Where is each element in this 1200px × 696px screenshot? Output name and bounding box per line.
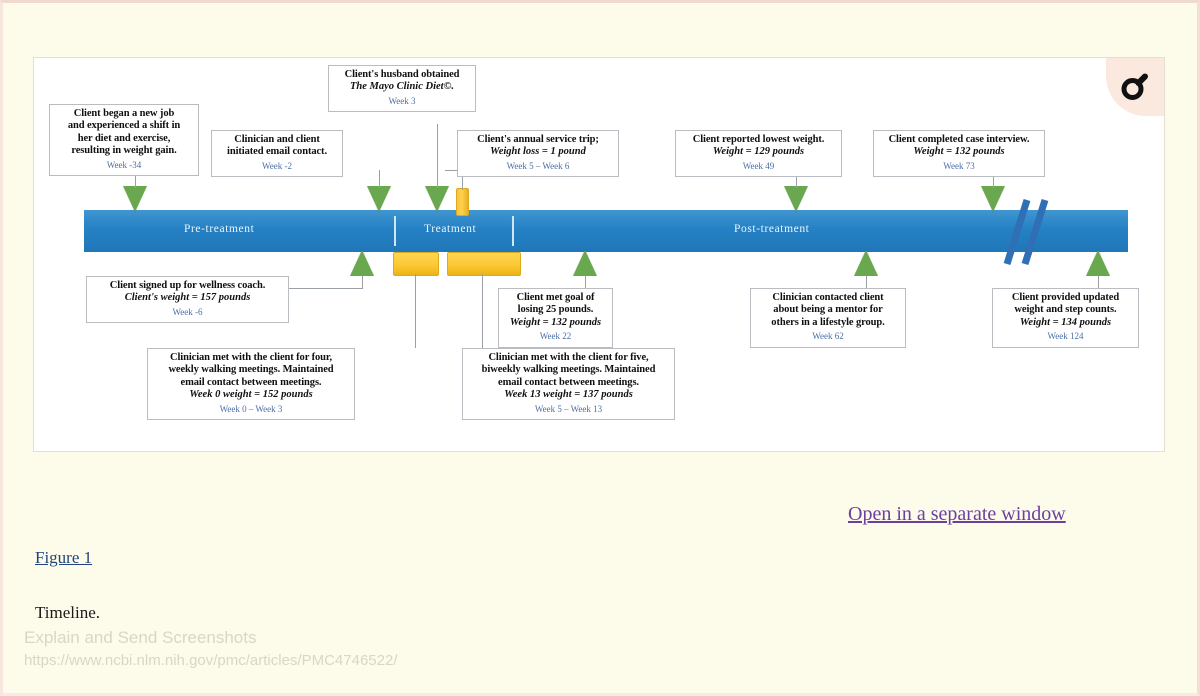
- connector-week-0-3: [415, 274, 416, 348]
- watermark-source-url: https://www.ncbi.nlm.nih.gov/pmc/article…: [24, 652, 398, 669]
- marker-week-124: [1086, 250, 1110, 276]
- figure-caption: Timeline.: [35, 603, 101, 622]
- timeline-bar: Pre-treatment Treatment Post-treatment: [84, 210, 1128, 252]
- marker-week-62: [854, 250, 878, 276]
- marker-week-22: [573, 250, 597, 276]
- callout-week-3[interactable]: Client's husband obtained The Mayo Clini…: [328, 65, 476, 113]
- open-in-separate-window-link[interactable]: Open in a separate window: [848, 503, 1066, 525]
- figure-image-panel[interactable]: Pre-treatment Treatment Post-treatment: [33, 57, 1165, 452]
- connector-week--2: [379, 170, 380, 188]
- connector-week-3: [437, 124, 438, 188]
- connector-week-5-6-v: [462, 170, 463, 190]
- marker-week-73: [981, 186, 1005, 212]
- connector-week--34: [135, 170, 136, 188]
- callout-week-22[interactable]: Client met goal of losing 25 pounds. Wei…: [498, 288, 613, 348]
- marker-week-5-13-interval: [447, 252, 521, 276]
- magnifier-logo-icon: [1106, 58, 1164, 116]
- marker-week--34: [123, 186, 147, 212]
- callout-week-49[interactable]: Client reported lowest weight. Weight = …: [675, 130, 842, 178]
- connector-week-73: [993, 170, 994, 188]
- connector-week-5-13-v: [482, 274, 483, 348]
- connector-week--6-h: [289, 288, 363, 289]
- callout-week--2[interactable]: Clinician and client initiated email con…: [211, 130, 343, 178]
- callout-week-62[interactable]: Clinician contacted client about being a…: [750, 288, 906, 348]
- connector-week-22: [585, 276, 586, 288]
- callout-week-73[interactable]: Client completed case interview. Weight …: [873, 130, 1045, 178]
- connector-week-49: [796, 170, 797, 188]
- phase-label-pre-treatment: Pre-treatment: [184, 223, 255, 235]
- marker-week-5-6-interval: [456, 188, 469, 216]
- callout-week-5-13[interactable]: Clinician met with the client for five, …: [462, 348, 675, 420]
- callout-week--34[interactable]: Client began a new job and experienced a…: [49, 104, 199, 176]
- phase-divider-1: [394, 216, 396, 246]
- callout-week-124[interactable]: Client provided updated weight and step …: [992, 288, 1139, 348]
- watermark-app-name: Explain and Send Screenshots: [24, 628, 257, 647]
- connector-week-62: [866, 276, 867, 288]
- figure-1-link[interactable]: Figure 1: [35, 548, 93, 567]
- marker-week-3: [425, 186, 449, 212]
- connector-week-5-6-h: [445, 170, 463, 171]
- callout-week-0-3[interactable]: Clinician met with the client for four, …: [147, 348, 355, 420]
- callout-week-5-6[interactable]: Client's annual service trip; Weight los…: [457, 130, 619, 178]
- callout-week--6[interactable]: Client signed up for wellness coach. Cli…: [86, 276, 289, 324]
- connector-week-124: [1098, 276, 1099, 288]
- marker-week--6: [350, 250, 374, 276]
- marker-week-0-3-interval: [393, 252, 439, 276]
- phase-label-post-treatment: Post-treatment: [734, 223, 810, 235]
- connector-week--6-v: [362, 276, 363, 288]
- marker-week--2: [367, 186, 391, 212]
- marker-week-49: [784, 186, 808, 212]
- phase-divider-2: [512, 216, 514, 246]
- phase-label-treatment: Treatment: [424, 223, 477, 235]
